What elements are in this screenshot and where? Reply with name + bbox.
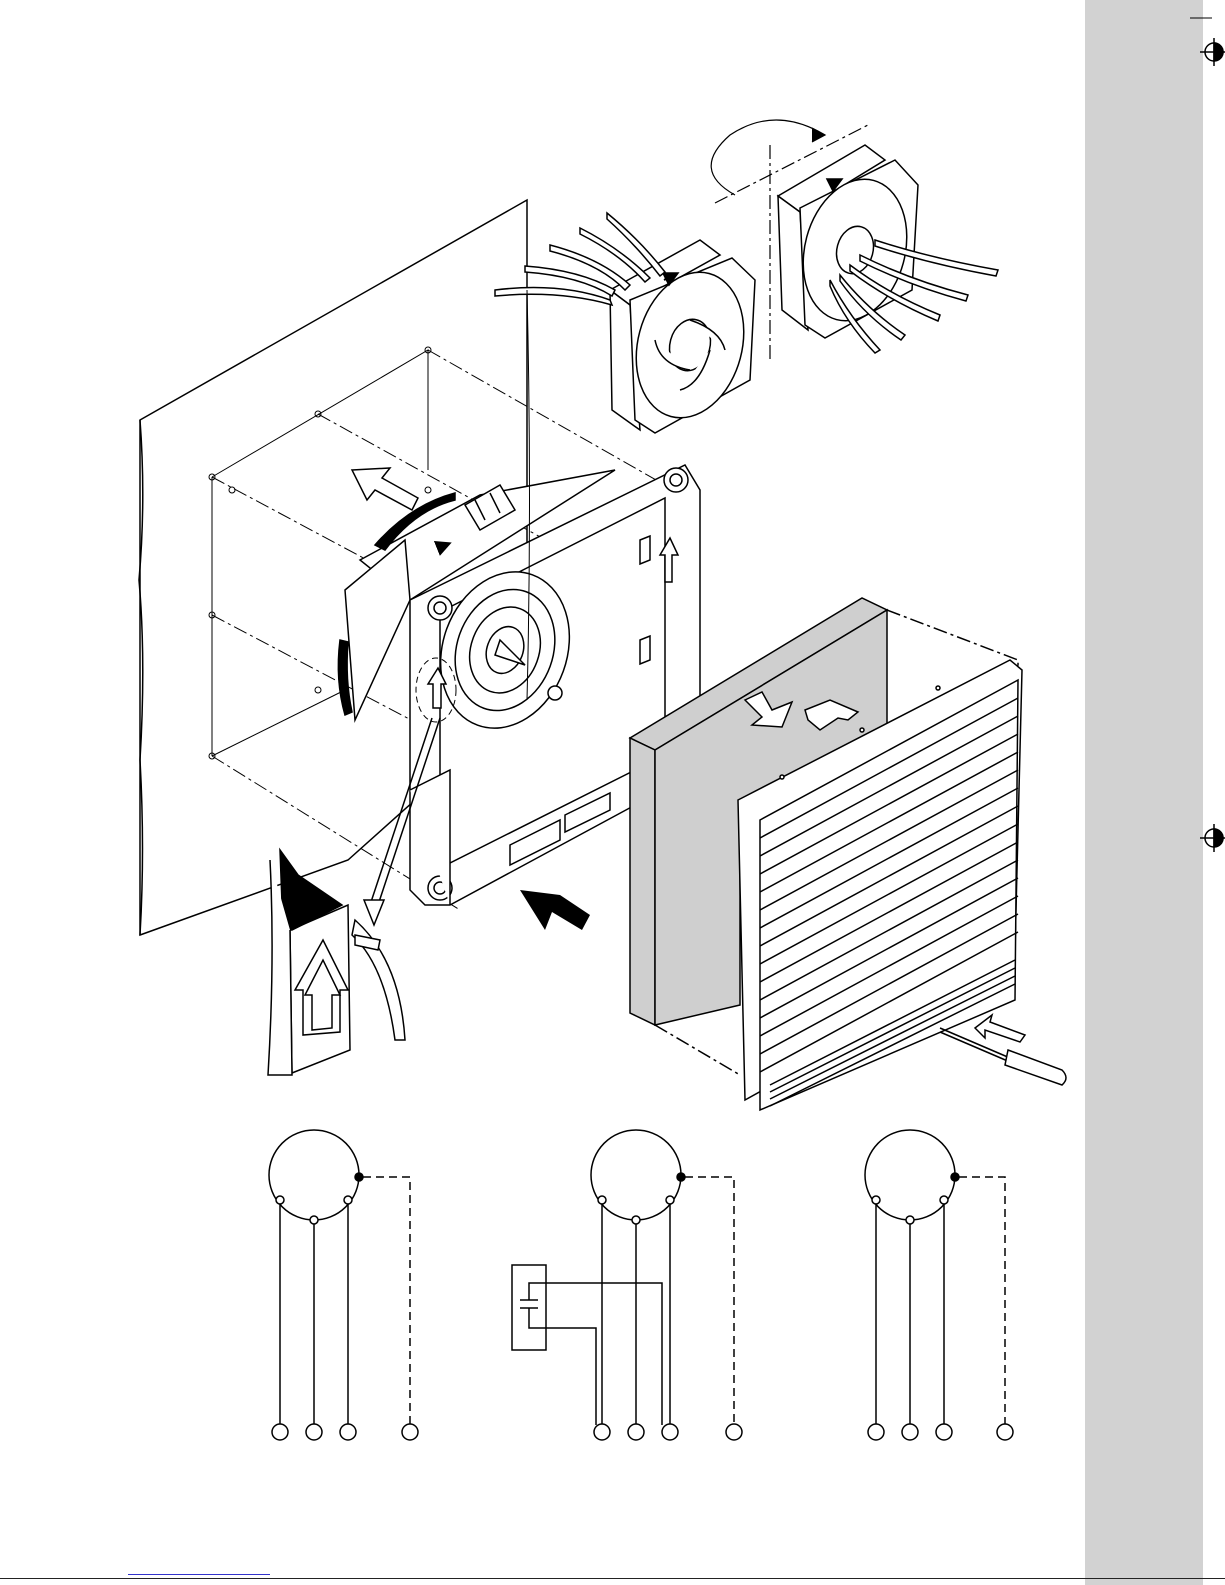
insertion-arrow-icon: [520, 890, 590, 930]
registration-crosshair-icon: [1200, 38, 1225, 66]
screwdriver: [940, 1015, 1066, 1085]
registration-crosshair-icon: [1200, 824, 1225, 852]
wiring-diagram-1: [269, 1130, 418, 1440]
reversible-fan: [778, 145, 922, 338]
footer-link-underline[interactable]: [128, 1574, 270, 1575]
wiring-diagram-2: [512, 1130, 742, 1440]
footer-rule: [0, 1578, 1225, 1579]
wiring-diagram-3: [865, 1130, 1013, 1440]
